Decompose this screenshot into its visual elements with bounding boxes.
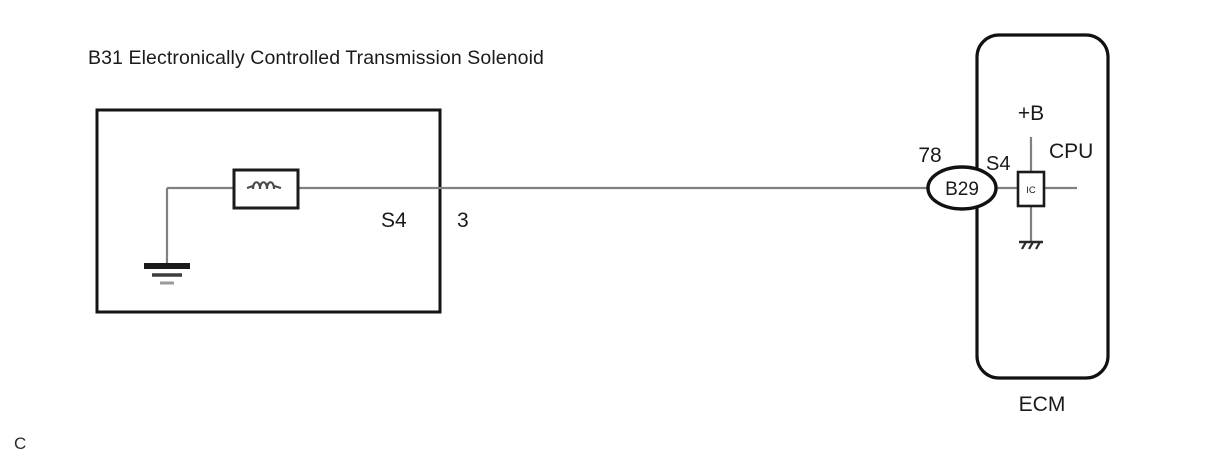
earth-ground-icon [144,263,190,285]
corner-mark: C [14,434,26,453]
solenoid-box-outline [95,108,442,314]
ecm-signal-label: S4 [986,153,1010,175]
ic-box-outline [1016,170,1046,208]
connector-label: B29 [945,179,979,200]
ecm-power-label: +B [1018,102,1044,125]
solenoid-internal-label: S4 [381,209,407,232]
connector-b29[interactable]: B29 [926,165,998,211]
solenoid-coil-icon [232,168,300,210]
ecm-caption: ECM [1019,393,1066,416]
diagram-title: B31 Electronically Controlled Transmissi… [88,47,544,69]
ecm-cpu-label: CPU [1049,140,1093,163]
connector-oval-shape[interactable] [926,165,998,211]
solenoid-component-box [95,108,442,314]
connector-terminal-number: 78 [918,144,941,167]
ecm-ic-block: IC [1016,170,1046,208]
solenoid-pin-number: 3 [457,209,469,232]
chassis-ground-icon [1019,240,1043,250]
ic-label: IC [1026,185,1036,196]
